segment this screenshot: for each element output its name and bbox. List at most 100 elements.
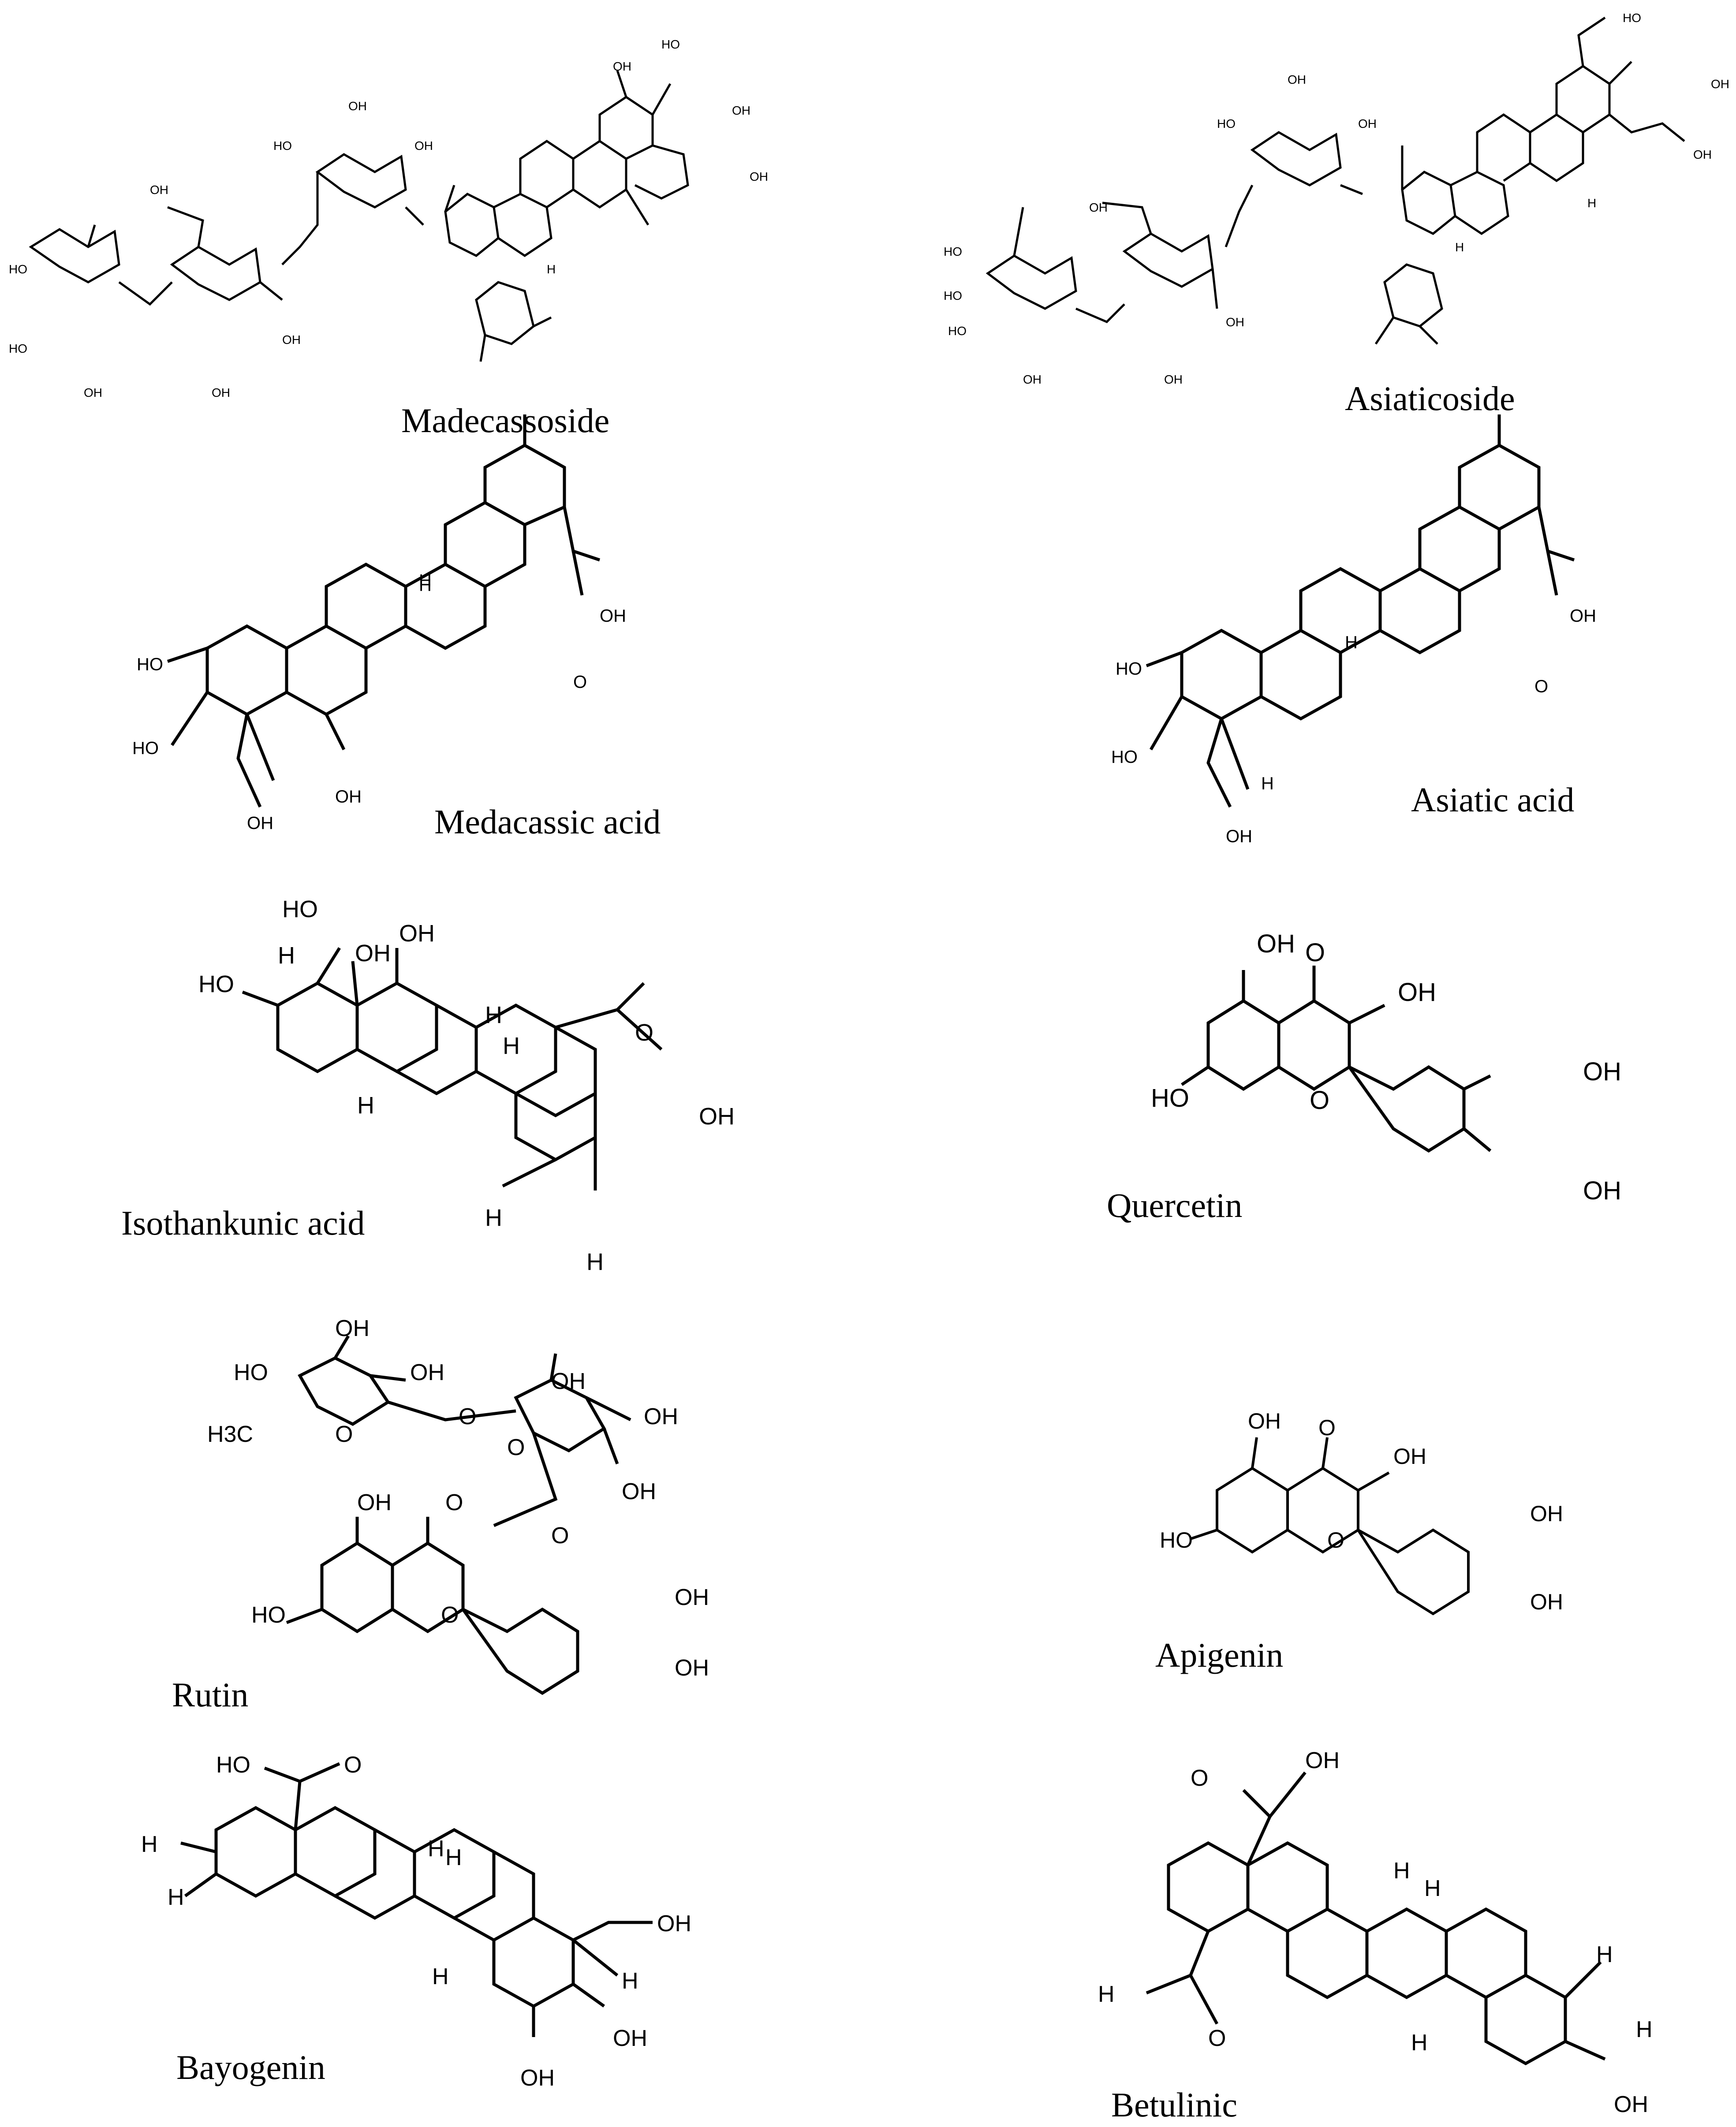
svg-text:OH: OH [1570, 606, 1596, 626]
svg-text:OH: OH [1288, 73, 1306, 86]
atom-labels-quercetin: OH O OH HO O OH OH Quercetin [1107, 929, 1621, 1224]
svg-text:OH: OH [675, 1585, 709, 1610]
svg-text:H: H [419, 575, 432, 595]
caption-medacassic-acid: Medacassic acid [434, 802, 661, 841]
svg-text:OH: OH [657, 1911, 691, 1937]
caption-betulinic: Betulinic [1111, 2086, 1237, 2124]
svg-text:HO: HO [216, 1752, 250, 1778]
svg-text:OH: OH [414, 139, 433, 153]
svg-text:H: H [432, 1964, 449, 1989]
svg-text:O: O [1305, 938, 1325, 967]
svg-text:H: H [485, 1205, 502, 1231]
svg-text:O: O [1327, 1528, 1344, 1552]
caption-rutin: Rutin [172, 1675, 248, 1714]
svg-text:O: O [1318, 1415, 1336, 1440]
svg-text:OH: OH [600, 606, 626, 626]
svg-text:OH: OH [732, 104, 750, 117]
svg-text:O: O [445, 1490, 463, 1515]
structure-betulinic [1146, 1771, 1606, 2066]
svg-text:O: O [635, 1019, 653, 1046]
svg-text:HO: HO [273, 139, 292, 153]
svg-text:HO: HO [1111, 747, 1138, 767]
svg-text:H: H [586, 1249, 604, 1275]
svg-text:OH: OH [335, 1316, 370, 1341]
svg-text:HO: HO [1623, 11, 1641, 25]
atom-labels-apigenin: OH O OH HO O OH OH Apigenin [1155, 1409, 1563, 1674]
svg-text:O: O [1534, 677, 1548, 696]
svg-text:HO: HO [1116, 659, 1142, 679]
svg-text:O: O [335, 1422, 353, 1447]
svg-text:HO: HO [9, 262, 27, 276]
svg-text:OH: OH [699, 1103, 735, 1130]
svg-text:HO: HO [9, 342, 27, 355]
svg-text:OH: OH [551, 1369, 586, 1394]
caption-asiatic-acid: Asiatic acid [1411, 780, 1574, 819]
svg-text:H: H [1587, 196, 1596, 210]
svg-text:OH: OH [1358, 117, 1377, 131]
svg-text:OH: OH [1583, 1057, 1621, 1086]
svg-text:O: O [1208, 2026, 1226, 2051]
svg-text:H: H [485, 1002, 502, 1028]
structure-quercetin [1181, 966, 1492, 1153]
svg-text:OH: OH [212, 386, 230, 399]
svg-text:H: H [1424, 1876, 1441, 1901]
svg-text:OH: OH [750, 170, 768, 183]
svg-text:H: H [1098, 1981, 1115, 2007]
svg-text:HO: HO [944, 245, 962, 258]
svg-text:H: H [357, 1092, 374, 1119]
caption-madecassoside: Madecassoside [401, 401, 609, 440]
svg-text:OH: OH [355, 940, 391, 966]
svg-text:OH: OH [150, 183, 168, 197]
svg-text:H: H [1411, 2030, 1428, 2056]
structure-asiaticoside [986, 16, 1685, 345]
svg-text:HO: HO [132, 739, 159, 758]
svg-text:OH: OH [613, 2026, 647, 2051]
svg-text:H: H [141, 1832, 158, 1857]
svg-text:H: H [1636, 2017, 1653, 2042]
atom-labels-bayogenin: HO O H H H H OH H H OH OH Bayogenin [141, 1752, 691, 2091]
svg-text:HO: HO [661, 37, 680, 51]
structure-isothankunic-acid [242, 947, 663, 1190]
svg-text:OH: OH [1023, 373, 1042, 386]
svg-text:OH: OH [335, 787, 362, 806]
svg-text:OH: OH [399, 920, 435, 947]
svg-text:OH: OH [1089, 201, 1108, 214]
svg-text:HO: HO [1217, 117, 1236, 131]
svg-text:OH: OH [1614, 2092, 1648, 2117]
svg-text:OH: OH [1257, 929, 1295, 958]
svg-text:H: H [1345, 633, 1358, 652]
svg-text:O: O [344, 1752, 362, 1778]
svg-text:OH: OH [1248, 1409, 1281, 1433]
svg-text:O: O [459, 1404, 476, 1429]
svg-text:HO: HO [1160, 1528, 1193, 1552]
svg-text:H: H [419, 571, 432, 590]
svg-text:OH: OH [1530, 1590, 1563, 1614]
svg-text:H: H [428, 1836, 444, 1862]
svg-text:H: H [1455, 240, 1464, 254]
svg-text:OH: OH [1305, 1748, 1340, 1773]
svg-text:OH: OH [675, 1655, 709, 1681]
svg-text:OH: OH [1398, 978, 1436, 1007]
svg-text:OH: OH [613, 60, 631, 73]
svg-text:HO: HO [948, 324, 967, 338]
atom-labels-rutin: OH HO OH H3C O O OH OH OH O O OH O HO O … [172, 1316, 709, 1714]
atom-labels-asiaticoside: HO HO HO OH OH OH OH HO OH OH HO OH OH H… [944, 11, 1729, 418]
svg-text:HO: HO [234, 1360, 268, 1385]
structure-bayogenin [180, 1762, 653, 2037]
svg-text:HO: HO [282, 896, 318, 922]
svg-text:OH: OH [1226, 315, 1244, 329]
atom-labels-isothankunic-acid: HO HO OH OH H H H H O OH H H Isothankuni… [121, 896, 735, 1275]
svg-text:HO: HO [198, 971, 234, 997]
svg-text:HO: HO [137, 655, 163, 674]
svg-text:O: O [551, 1523, 569, 1549]
svg-text:H: H [278, 942, 295, 969]
svg-text:O: O [573, 672, 587, 692]
svg-text:HO: HO [251, 1602, 286, 1628]
svg-text:H: H [1261, 774, 1274, 793]
structure-rutin [286, 1335, 631, 1695]
caption-isothankunic-acid: Isothankunic acid [121, 1204, 365, 1242]
svg-text:O: O [507, 1435, 525, 1460]
svg-text:OH: OH [282, 333, 301, 347]
